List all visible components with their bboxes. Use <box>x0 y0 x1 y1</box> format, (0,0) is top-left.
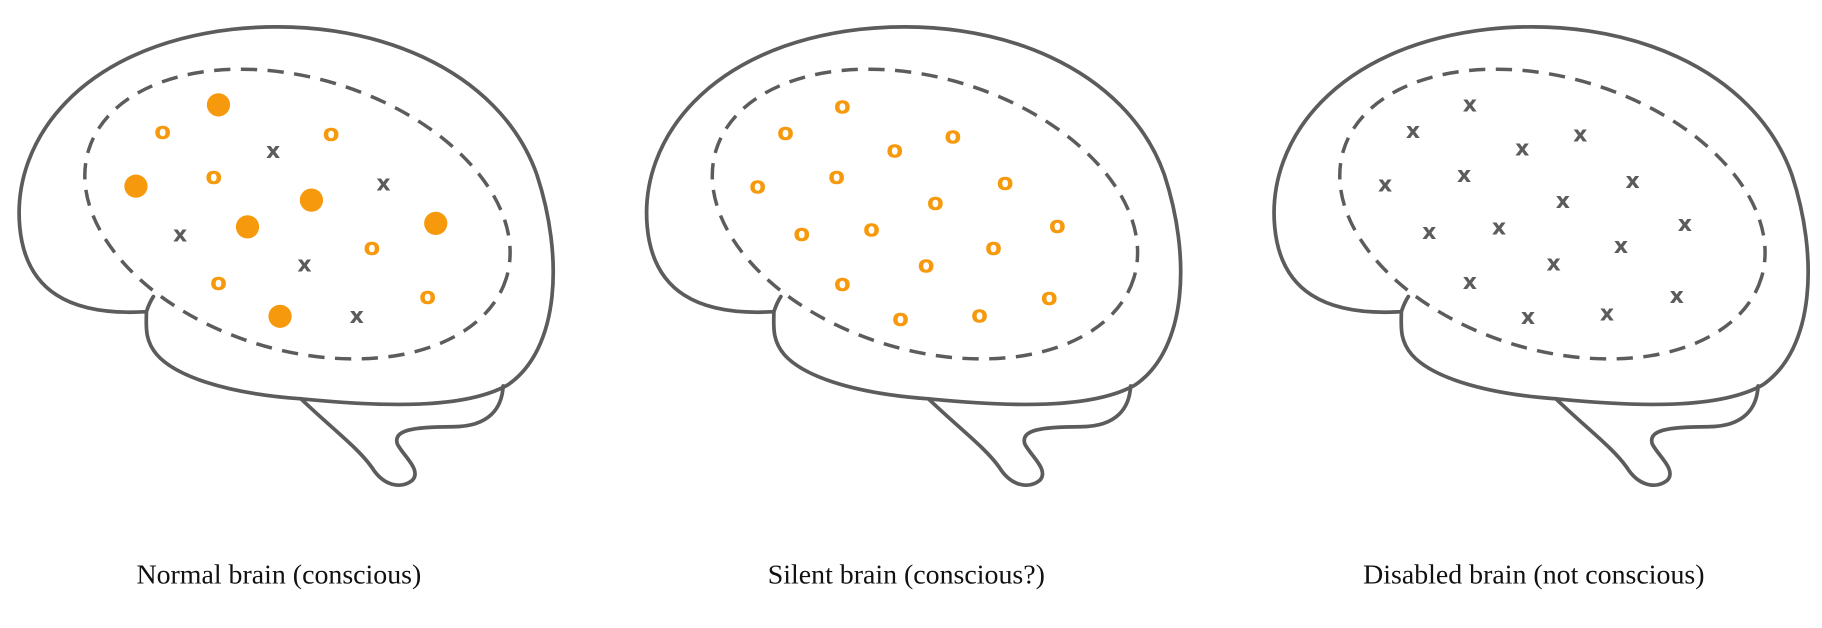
disabled-neuron-marker: x <box>1600 302 1614 327</box>
disabled-neuron-marker: x <box>1614 234 1628 259</box>
silent-neuron-marker: o <box>323 118 340 147</box>
silent-neuron-marker: o <box>828 161 845 190</box>
disabled-neuron-marker: x <box>297 253 311 278</box>
panel-caption: Silent brain (conscious?) <box>768 560 1045 591</box>
silent-neuron-marker: o <box>834 268 851 297</box>
disabled-neuron-marker: x <box>1422 220 1436 245</box>
silent-neuron-marker: o <box>892 303 909 332</box>
silent-neuron-marker: o <box>1049 210 1066 239</box>
silent-neuron-marker: o <box>793 218 810 247</box>
neuron-markers: x x x x x x x x x x x x x x x x x <box>1378 92 1692 330</box>
silent-neuron-marker: o <box>918 250 935 279</box>
silent-neuron-marker: o <box>927 187 944 216</box>
disabled-neuron-marker: x <box>1515 136 1529 161</box>
silent-neuron-marker: o <box>863 214 880 243</box>
disabled-neuron-marker: x <box>1678 212 1692 237</box>
disabled-neuron-marker: x <box>1670 284 1684 309</box>
disabled-neuron-marker: x <box>376 171 390 196</box>
disabled-neuron-marker: x <box>1556 189 1570 214</box>
active-neuron-dot <box>299 188 324 212</box>
panel-disabled-brain: x x x x x x x x x x x x x x x x x Disabled brain (not co… <box>1272 18 1811 591</box>
silent-neuron-marker: o <box>419 281 436 310</box>
active-neuron-dot <box>424 211 448 235</box>
silent-neuron-marker: o <box>886 134 903 163</box>
silent-neuron-marker: o <box>834 90 851 119</box>
disabled-neuron-marker: x <box>1406 119 1420 144</box>
brain-outline <box>644 18 1183 487</box>
silent-neuron-marker: o <box>985 232 1002 261</box>
disabled-neuron-marker: x <box>266 139 280 164</box>
brain-outline <box>17 18 556 487</box>
active-neuron-dot <box>268 304 292 328</box>
active-neuron-dot <box>124 174 148 198</box>
disabled-neuron-marker: x <box>1573 123 1587 148</box>
silent-neuron-marker: o <box>205 161 222 190</box>
silent-neuron-marker: o <box>154 116 171 145</box>
disabled-neuron-marker: x <box>1378 173 1392 198</box>
active-neuron-dot <box>206 93 231 117</box>
disabled-neuron-marker: x <box>1457 163 1471 188</box>
disabled-neuron-marker: x <box>1521 305 1535 330</box>
disabled-neuron-marker: x <box>173 222 187 247</box>
panel-caption: Normal brain (conscious) <box>136 560 421 591</box>
disabled-neuron-marker: x <box>1463 92 1477 117</box>
disabled-neuron-marker: x <box>350 304 364 329</box>
disabled-neuron-marker: x <box>1492 216 1506 241</box>
brain-outline <box>1272 18 1811 487</box>
active-neuron-dot <box>235 215 260 239</box>
silent-neuron-marker: o <box>363 232 380 261</box>
disabled-neuron-marker: x <box>1625 169 1639 194</box>
silent-neuron-marker: o <box>777 117 794 146</box>
silent-neuron-marker: o <box>971 300 988 329</box>
silent-neuron-marker: o <box>210 267 227 296</box>
disabled-neuron-marker: x <box>1546 252 1560 277</box>
disabled-neuron-marker: x <box>1463 270 1477 295</box>
panel-caption: Disabled brain (not conscious) <box>1363 560 1704 591</box>
silent-neuron-marker: o <box>749 171 766 200</box>
silent-neuron-marker: o <box>944 121 961 150</box>
silent-neuron-marker: o <box>1041 282 1058 311</box>
silent-neuron-marker: o <box>997 167 1014 196</box>
